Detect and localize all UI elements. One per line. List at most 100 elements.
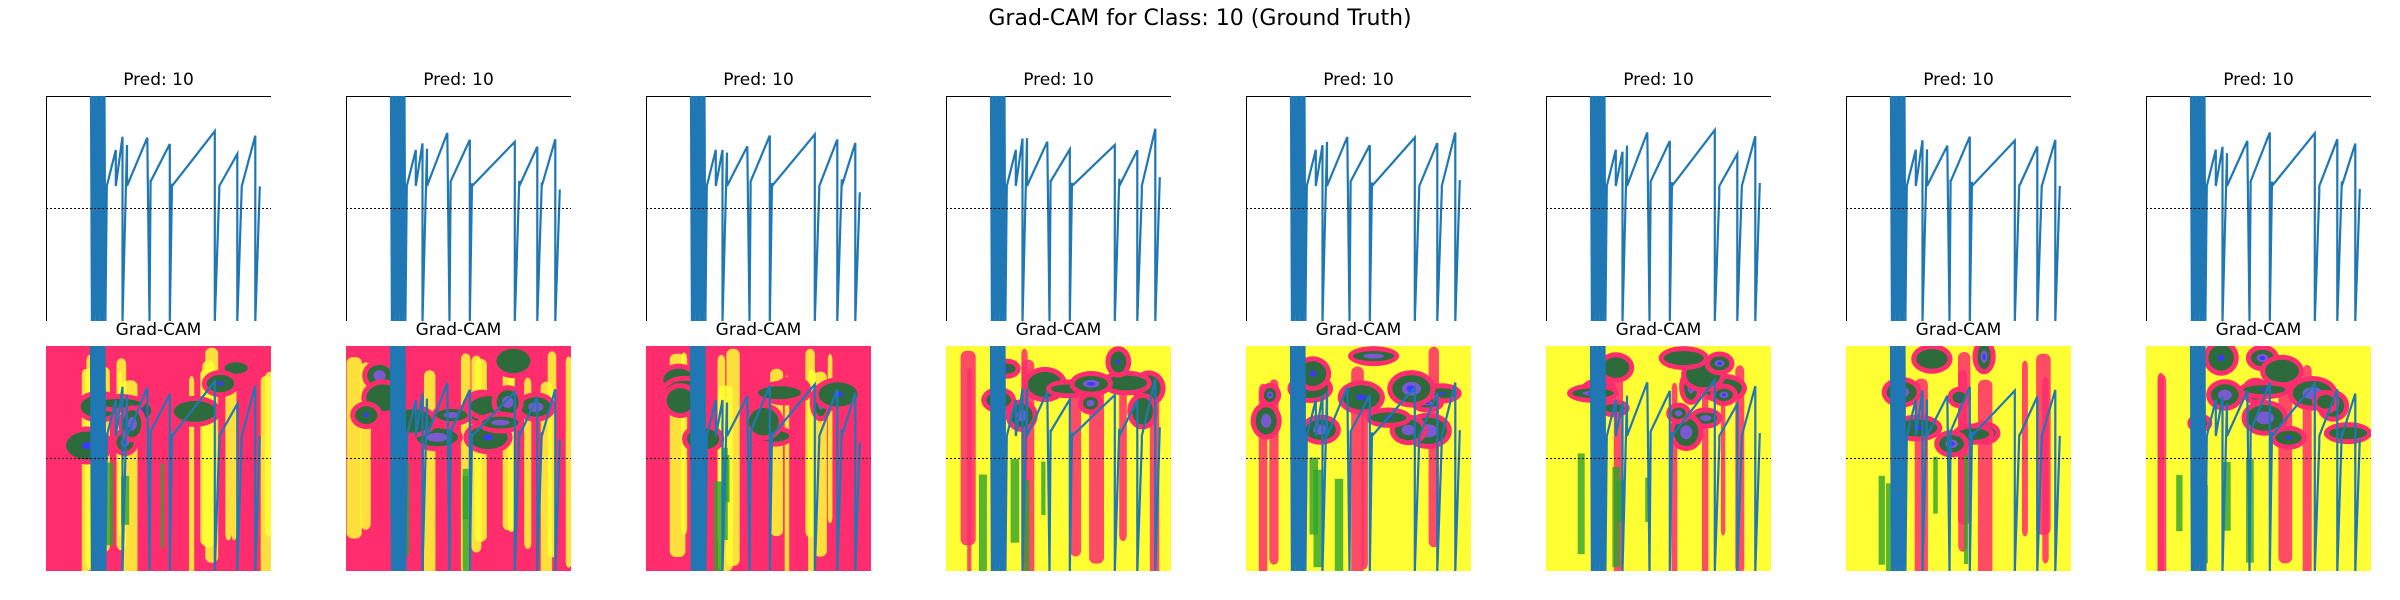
- cam-6-streak: [1720, 367, 1726, 536]
- cam-1-streak: [81, 369, 90, 580]
- cam-3-blob: [666, 388, 695, 414]
- cam-6-blob-core: [1674, 410, 1683, 417]
- cam-1-streak: [189, 376, 195, 581]
- signal-panel-3: [646, 95, 871, 322]
- gradcam-panel-1: [46, 345, 280, 584]
- cam-5-blob-center: [1268, 393, 1272, 397]
- pred-title-7: Pred: 10: [1923, 70, 1994, 90]
- gradcam-title-7: Grad-CAM: [1915, 320, 2002, 340]
- gradcam-title-3: Grad-CAM: [715, 320, 802, 340]
- gradcam-title-5: Grad-CAM: [1315, 320, 1402, 340]
- gradcam-plot-8: [2146, 339, 2373, 593]
- signal-panel-2: [346, 95, 571, 322]
- cam-7-blob-center: [1982, 353, 1986, 360]
- cam-6-blob-center: [1721, 393, 1727, 397]
- cam-5-blob-core: [1401, 424, 1416, 436]
- cam-3-band: [713, 481, 722, 578]
- cam-5-blob-center: [1309, 370, 1317, 377]
- cam-2-blob-core: [491, 419, 510, 426]
- cam-2-streak: [471, 355, 482, 553]
- cam-8-blob-center: [2285, 435, 2292, 440]
- cam-2-streak: [565, 356, 572, 568]
- gradcam-title-4: Grad-CAM: [1015, 320, 1102, 340]
- cam-1-blob: [224, 362, 248, 374]
- cam-7-blob: [1916, 349, 1948, 369]
- cam-8-band: [2222, 462, 2231, 531]
- cam-2-blob-core: [502, 396, 514, 408]
- cam-2-band: [462, 475, 469, 520]
- figure-suptitle: Grad-CAM for Class: 10 (Ground Truth): [988, 6, 1412, 31]
- signal-plot-1: [46, 95, 271, 322]
- cam-3-streak: [805, 348, 815, 538]
- gradcam-title-1: Grad-CAM: [115, 320, 202, 340]
- cam-5-blob-core: [1363, 353, 1384, 359]
- cam-2-blob-center: [363, 413, 370, 418]
- cam-7-blob-center: [1957, 396, 1961, 399]
- cam-3-streak: [726, 348, 740, 566]
- gradcam-plot-5: [1246, 345, 1471, 600]
- cam-2-blob-core: [373, 370, 386, 381]
- cam-1-band: [106, 462, 114, 546]
- cam-2-blob-center: [483, 434, 493, 441]
- cam-8-blob-core: [2218, 389, 2232, 401]
- cam-4-streak: [1089, 374, 1104, 564]
- cam-1-streak: [225, 360, 232, 541]
- cam-2-blob: [496, 348, 531, 374]
- cam-6-blob: [1663, 351, 1704, 366]
- gradcam-title-6: Grad-CAM: [1615, 320, 1702, 340]
- cam-8-blob-center: [2259, 355, 2266, 361]
- cam-6-band: [1616, 480, 1625, 522]
- gradcam-panel-6: [1546, 345, 1771, 597]
- cam-6-blob-center: [1717, 361, 1723, 366]
- cam-2-band: [462, 468, 469, 576]
- cam-1-band: [160, 463, 164, 548]
- gradcam-plot-6: [1546, 345, 1771, 597]
- gradcam-plot-4: [946, 345, 1171, 600]
- cam-5-streak: [1351, 366, 1364, 578]
- cam-4-band: [978, 474, 987, 572]
- signal-panel-5: [1246, 95, 1471, 322]
- signal-plot-5: [1246, 95, 1471, 322]
- cam-3-blob: [748, 408, 779, 436]
- cam-8-band: [2176, 474, 2183, 532]
- cam-1-blob-center: [81, 442, 93, 449]
- cam-4-band: [1041, 461, 1046, 515]
- gradcam-plot-2: [346, 343, 572, 600]
- signal-plot-4: [946, 95, 1171, 322]
- signal-panel-1: [46, 95, 271, 322]
- cam-7-band: [1933, 456, 1938, 514]
- cam-6-band: [1612, 466, 1621, 568]
- gradcam-panel-3: [646, 345, 871, 588]
- signal-plot-3: [646, 95, 871, 322]
- signal-plot-7: [1846, 95, 2071, 322]
- signal-panel-4: [946, 95, 1171, 322]
- cam-5-blob-core: [1261, 414, 1272, 428]
- cam-6-blob: [1602, 357, 1630, 378]
- signal-plot-8: [2146, 95, 2371, 322]
- cam-8-streak: [2302, 365, 2312, 576]
- cam-5-band: [1313, 469, 1323, 568]
- cam-8-blob: [2328, 427, 2368, 440]
- cam-6-blob-core: [1699, 415, 1712, 421]
- cam-8-streak: [2157, 374, 2167, 593]
- signal-panel-6: [1546, 95, 1771, 322]
- cam-7-streak: [1978, 379, 1993, 582]
- cam-2-blob-core: [426, 432, 448, 442]
- cam-2-streak: [346, 357, 362, 539]
- cam-8-blob: [2265, 359, 2299, 383]
- cam-7-band: [1878, 475, 1885, 565]
- signal-panel-7: [1846, 95, 2071, 322]
- signal-plot-6: [1546, 95, 1771, 322]
- pred-title-1: Pred: 10: [123, 70, 194, 90]
- cam-1-streak: [260, 375, 273, 584]
- cam-7-band: [1964, 455, 1969, 564]
- cam-8-blob-center: [2217, 354, 2225, 361]
- gradcam-panel-4: [946, 345, 1171, 600]
- gradcam-plot-3: [646, 345, 871, 588]
- cam-2-streak: [540, 381, 553, 600]
- pred-title-5: Pred: 10: [1323, 70, 1394, 90]
- cam-7-band: [1886, 483, 1892, 592]
- pred-title-3: Pred: 10: [723, 70, 794, 90]
- pred-title-6: Pred: 10: [1623, 70, 1694, 90]
